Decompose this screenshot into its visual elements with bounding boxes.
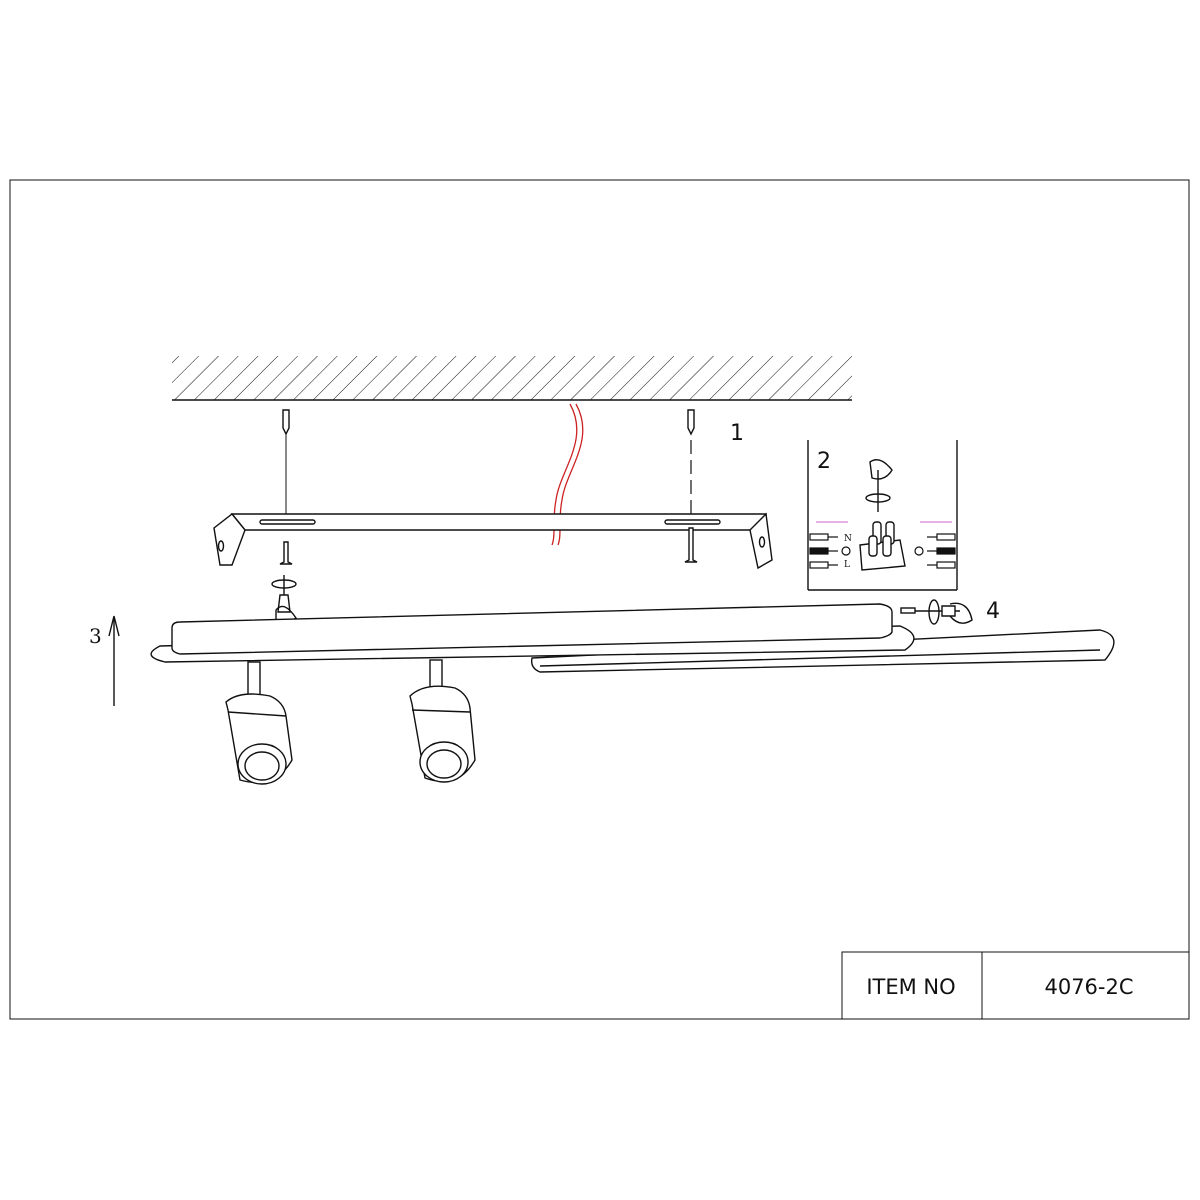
drawing-frame xyxy=(9,179,1190,1020)
step-4-label: 4 xyxy=(986,599,1000,624)
screwdriver-icon xyxy=(865,459,893,512)
live-label: L xyxy=(844,560,850,570)
wall-plug-left xyxy=(282,409,290,515)
mains-wires xyxy=(551,403,584,546)
wall-plug-right xyxy=(687,409,695,520)
step-1-label: 1 xyxy=(730,421,744,446)
bracket-screws xyxy=(279,527,698,565)
step-2-label: 2 xyxy=(817,449,831,474)
item-no-value: 4076-2C xyxy=(1044,975,1133,999)
terminal-block xyxy=(859,521,906,571)
mounting-bracket xyxy=(213,512,773,570)
wires-right xyxy=(914,533,956,569)
screwdriver-icon xyxy=(271,575,297,624)
step-3-label: 3 xyxy=(89,624,102,648)
lift-arrow-icon xyxy=(108,615,120,706)
neutral-label: N xyxy=(844,534,852,544)
title-block xyxy=(841,951,1190,1020)
wires-left xyxy=(809,533,851,569)
ceiling-hatch xyxy=(172,356,852,401)
fixture-canopy xyxy=(171,603,893,655)
item-no-label: ITEM NO xyxy=(866,975,955,999)
wiring-inset xyxy=(807,440,958,591)
spotlight-right xyxy=(409,659,476,783)
side-screw-icon xyxy=(900,599,973,625)
spotlight-left xyxy=(225,661,293,785)
